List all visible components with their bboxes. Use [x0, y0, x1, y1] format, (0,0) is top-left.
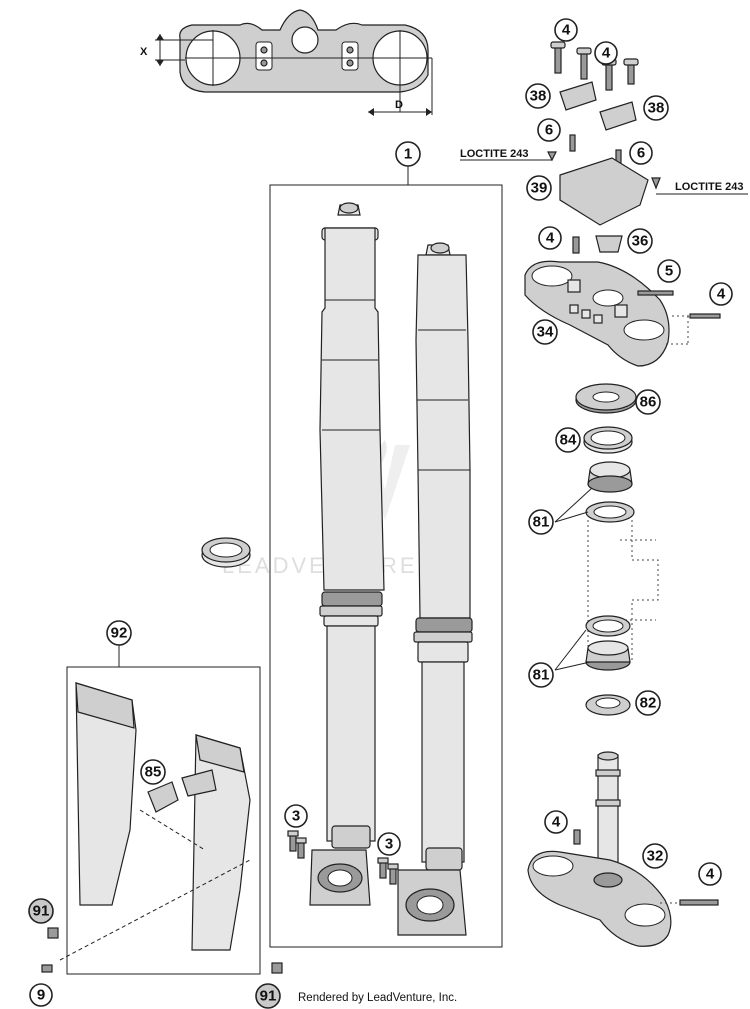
- callout-84: 84: [555, 427, 581, 453]
- handlebar-clamp-parts: [460, 41, 748, 226]
- fork-screws-left: [287, 830, 307, 859]
- callout-86: 86: [635, 389, 661, 415]
- svg-text:38: 38: [530, 88, 547, 105]
- svg-text:6: 6: [545, 122, 553, 139]
- loctite-note-left: LOCTITE 243: [460, 148, 528, 160]
- callout-5: 5: [657, 259, 681, 283]
- svg-text:32: 32: [647, 848, 664, 865]
- right-fork-leg: [397, 242, 473, 936]
- callout-4-top-a: 4: [554, 18, 578, 42]
- callout-6-left: 6: [537, 118, 561, 142]
- callout-3-right: 3: [377, 832, 401, 856]
- left-fork-leg: [309, 202, 385, 906]
- loctite-note-right: LOCTITE 243: [675, 181, 743, 193]
- svg-text:86: 86: [640, 394, 657, 411]
- callout-6-right: 6: [629, 141, 653, 165]
- callout-34: 34: [532, 319, 558, 345]
- watermark-text: LEADVENTURE: [222, 553, 418, 578]
- svg-text:6: 6: [637, 145, 645, 162]
- fork-screws-right: [377, 857, 399, 885]
- fork-assembly: [269, 166, 503, 948]
- svg-text:4: 4: [562, 22, 571, 39]
- svg-text:92: 92: [111, 625, 128, 642]
- callout-4-lower: 4: [544, 810, 568, 834]
- svg-text:4: 4: [602, 45, 611, 62]
- svg-text:36: 36: [632, 233, 649, 250]
- steering-bearing-stack: [554, 383, 659, 716]
- svg-text:34: 34: [537, 324, 554, 341]
- dimension-x-label: X: [140, 46, 148, 58]
- svg-text:81: 81: [533, 514, 550, 531]
- callout-3-left: 3: [284, 804, 308, 828]
- svg-text:84: 84: [560, 432, 577, 449]
- svg-text:4: 4: [717, 286, 726, 303]
- callout-82: 82: [635, 690, 661, 716]
- fork-guard-group: [41, 644, 283, 975]
- top-clamp-dimension-drawing: X D: [140, 9, 433, 116]
- callout-91-top: 91: [28, 898, 54, 924]
- svg-text:9: 9: [37, 987, 45, 1004]
- callout-39: 39: [526, 175, 552, 201]
- svg-text:38: 38: [648, 100, 665, 117]
- dimension-d-label: D: [395, 99, 403, 111]
- callout-91-bottom: 91: [255, 983, 281, 1009]
- upper-triple-clamp: [524, 235, 721, 367]
- watermark: LEADVENTURE: [222, 440, 418, 578]
- callout-9: 9: [29, 983, 53, 1007]
- svg-text:39: 39: [531, 180, 548, 197]
- callout-92: 92: [106, 620, 132, 646]
- svg-text:1: 1: [404, 146, 412, 163]
- svg-text:3: 3: [385, 836, 393, 853]
- footer-credit: Rendered by LeadVenture, Inc.: [298, 992, 457, 1004]
- svg-text:4: 4: [546, 230, 555, 247]
- svg-text:85: 85: [145, 764, 162, 781]
- callout-4-upper: 4: [538, 226, 562, 250]
- svg-text:91: 91: [33, 903, 50, 920]
- lower-triple-clamp: [527, 751, 719, 947]
- callout-4-top-b: 4: [594, 41, 618, 65]
- callout-4-right: 4: [709, 282, 733, 306]
- callout-38-left: 38: [525, 83, 551, 109]
- svg-text:81: 81: [533, 667, 550, 684]
- callout-32: 32: [642, 843, 668, 869]
- callout-4-lower-right: 4: [698, 862, 722, 886]
- svg-text:82: 82: [640, 695, 657, 712]
- callout-81-upper: 81: [528, 509, 554, 535]
- svg-text:3: 3: [292, 808, 300, 825]
- callout-38-right: 38: [643, 95, 669, 121]
- svg-text:91: 91: [260, 988, 277, 1005]
- callout-81-lower: 81: [528, 662, 554, 688]
- svg-text:4: 4: [552, 814, 561, 831]
- loose-ring: [201, 537, 251, 568]
- svg-text:4: 4: [706, 866, 715, 883]
- svg-text:5: 5: [665, 263, 673, 280]
- callout-36: 36: [627, 228, 653, 254]
- callout-85: 85: [140, 759, 166, 785]
- callout-1: 1: [395, 141, 421, 167]
